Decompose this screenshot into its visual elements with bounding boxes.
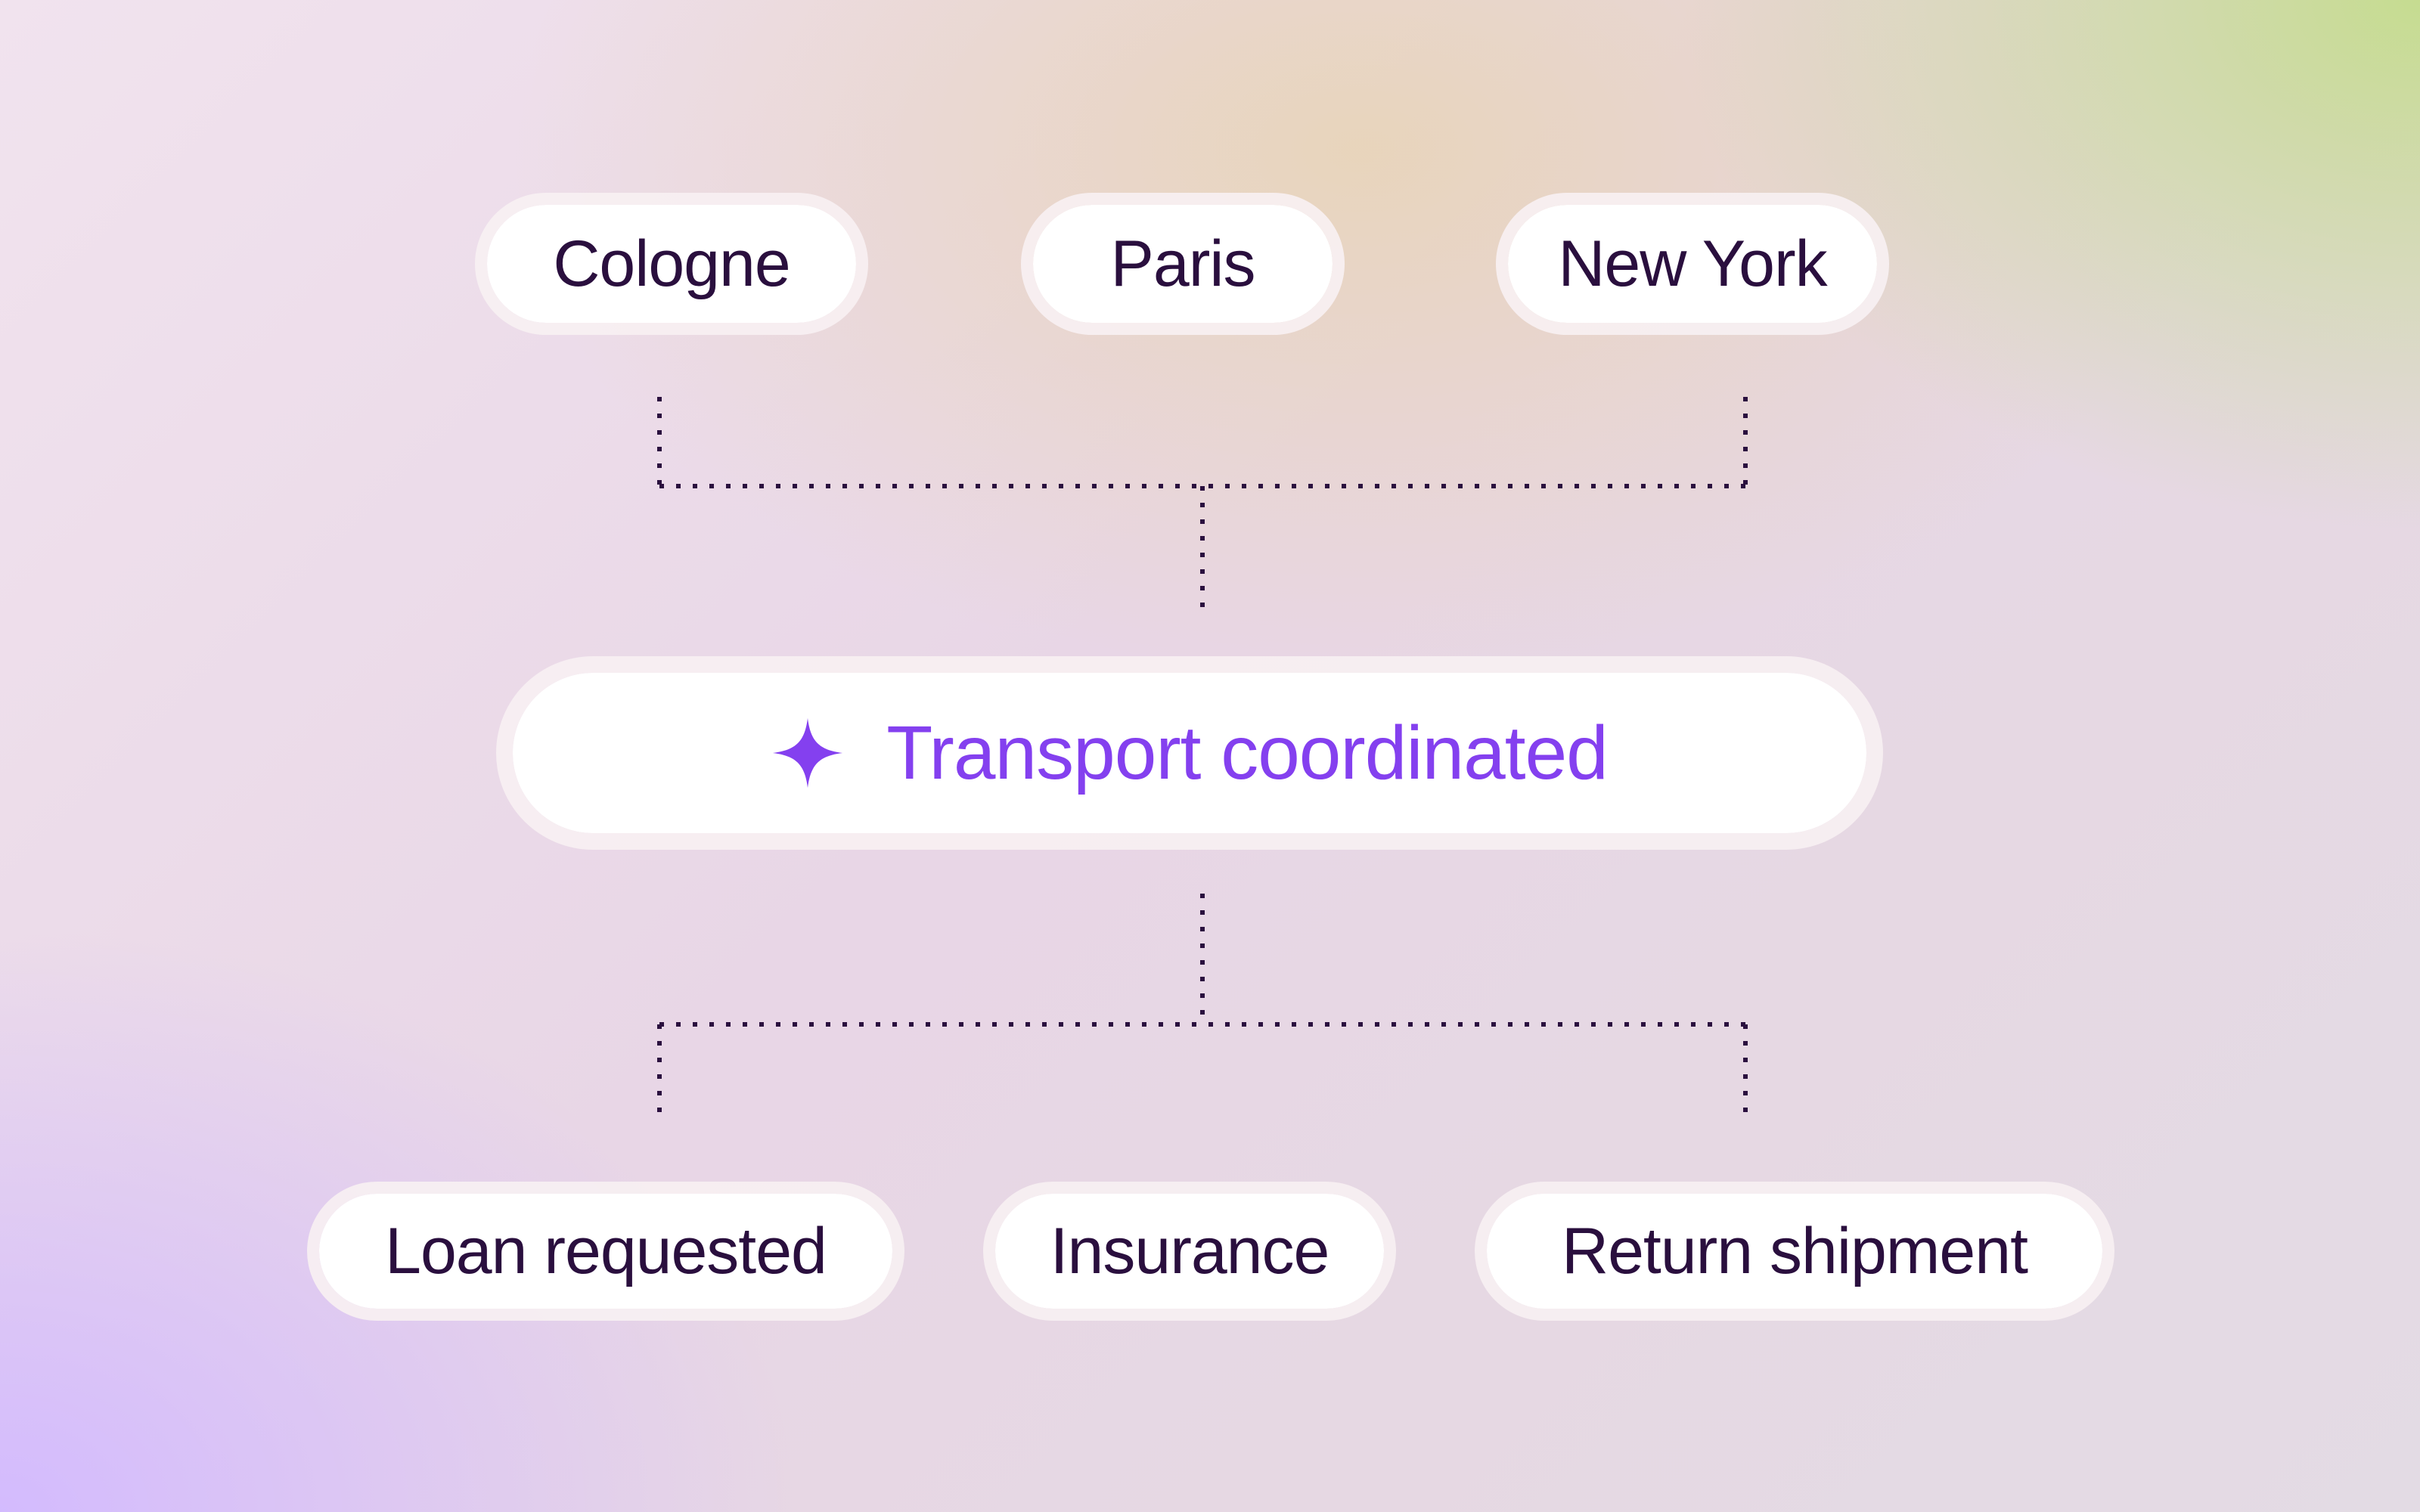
source-label: Paris [1110,227,1256,300]
outcome-node-insurance: Insurance [983,1182,1396,1321]
center-label: Transport coordinated [886,710,1609,795]
sparkle-icon [771,717,844,789]
source-node-paris: Paris [1021,193,1345,335]
center-node-transport: Transport coordinated [496,656,1883,850]
outcome-node-loan-requested: Loan requested [307,1182,904,1321]
source-label: Cologne [553,227,790,300]
source-node-cologne: Cologne [475,193,868,335]
outcome-label: Insurance [1050,1214,1330,1287]
outcome-node-return-shipment: Return shipment [1475,1182,2114,1321]
source-node-new-york: New York [1496,193,1889,335]
outcome-label: Return shipment [1562,1214,2028,1287]
outcome-label: Loan requested [385,1214,827,1287]
source-label: New York [1558,227,1827,300]
